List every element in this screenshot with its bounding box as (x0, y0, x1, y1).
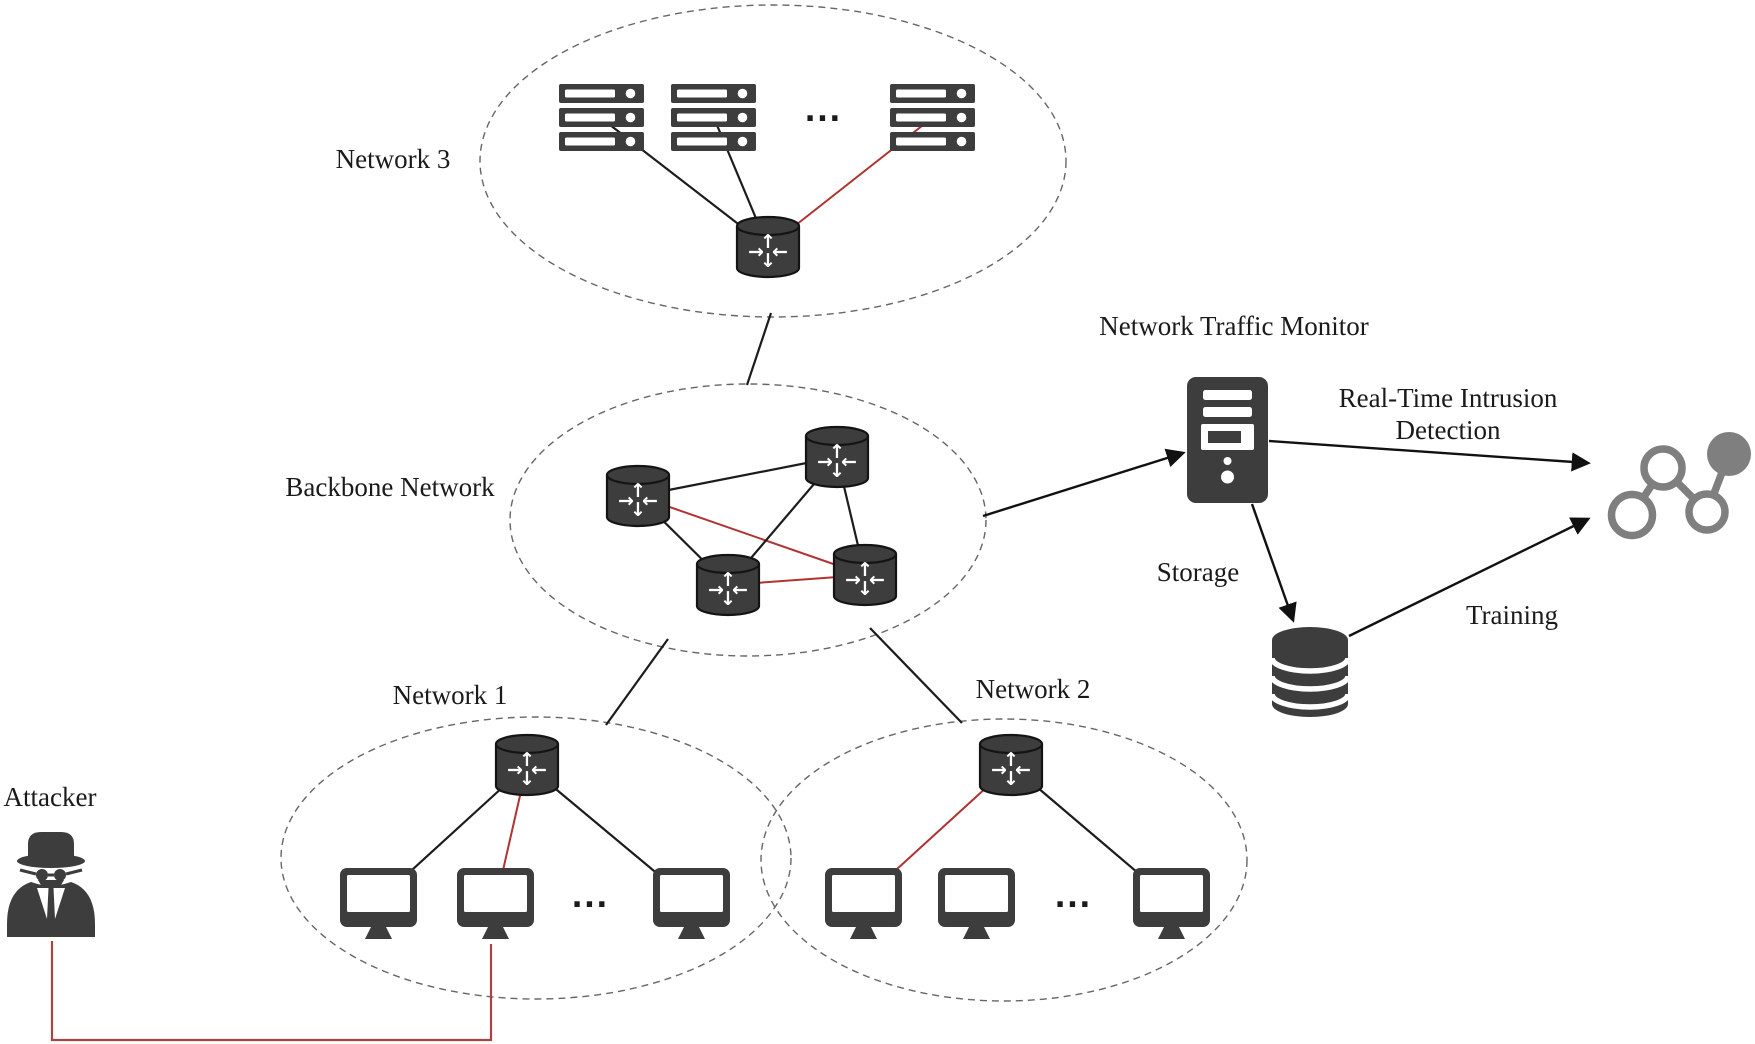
monitoring-pipeline-group: Network Traffic Monitor Real-Time Intrus… (982, 311, 1751, 717)
network2-boundary-ellipse (760, 718, 1248, 1002)
network2-group: ... Network 2 (825, 674, 1210, 939)
workstation-icon (825, 868, 902, 939)
arrow-storage-to-model-training (1348, 517, 1591, 638)
router-icon (804, 425, 870, 489)
network3-label: Network 3 (336, 144, 451, 174)
network3-boundary-ellipse (479, 4, 1067, 318)
server-rack-icon (671, 84, 756, 151)
ellipsis-more-workstations: ... (571, 880, 608, 915)
network1-label: Network 1 (393, 680, 508, 710)
attacker-icon (5, 830, 97, 939)
network1-group: ... Network 1 (340, 680, 730, 939)
traffic-monitor-tower-icon (1187, 377, 1268, 503)
network-boundaries (280, 4, 1248, 1002)
backbone-boundary-ellipse (509, 383, 987, 657)
arrow-monitor-to-model-detection (1268, 439, 1591, 472)
network1-boundary-ellipse (280, 716, 792, 1000)
backbone-label: Backbone Network (285, 472, 495, 502)
attacker-label: Attacker (4, 782, 97, 812)
storage-label: Storage (1157, 557, 1239, 587)
link-backbone-network1 (605, 638, 669, 726)
workstation-icon (938, 868, 1015, 939)
router-icon (978, 733, 1044, 797)
training-label: Training (1466, 600, 1558, 630)
storage-database-icon (1272, 627, 1348, 717)
attacker-group: Attacker (4, 782, 493, 1042)
router-icon (735, 215, 801, 279)
intrusion-detection-label-line2: Detection (1396, 415, 1501, 445)
network3-group: ... Network 3 (336, 84, 975, 279)
attacker-intrusion-path (50, 941, 493, 1042)
ellipsis-more-workstations: ... (1054, 880, 1091, 915)
link-backbone-network2 (869, 627, 963, 724)
arrow-backbone-to-monitor (982, 448, 1186, 518)
workstation-icon (653, 868, 730, 939)
ellipsis-more-servers: ... (804, 94, 841, 129)
router-icon (832, 543, 898, 607)
arrow-monitor-to-storage (1250, 503, 1297, 623)
router-icon (494, 733, 560, 797)
workstation-icon (1133, 868, 1210, 939)
router-icon (695, 553, 761, 617)
ml-model-filled-node (1707, 432, 1751, 476)
router-icon (605, 464, 671, 528)
server-rack-icon (890, 84, 975, 151)
network2-label: Network 2 (976, 674, 1091, 704)
workstation-icon (457, 868, 534, 939)
backbone-link-r1-r2 (637, 455, 838, 498)
backbone-attack-link-r1-r4 (637, 495, 866, 576)
server-rack-icon (559, 84, 644, 151)
traffic-monitor-label: Network Traffic Monitor (1099, 311, 1369, 341)
link-network3-backbone (745, 312, 773, 386)
backbone-group: Backbone Network (285, 425, 898, 617)
workstation-icon (340, 868, 417, 939)
inter-network-links (605, 312, 963, 726)
intrusion-detection-label-line1: Real-Time Intrusion (1339, 383, 1558, 413)
ml-model-icon (1607, 432, 1751, 540)
